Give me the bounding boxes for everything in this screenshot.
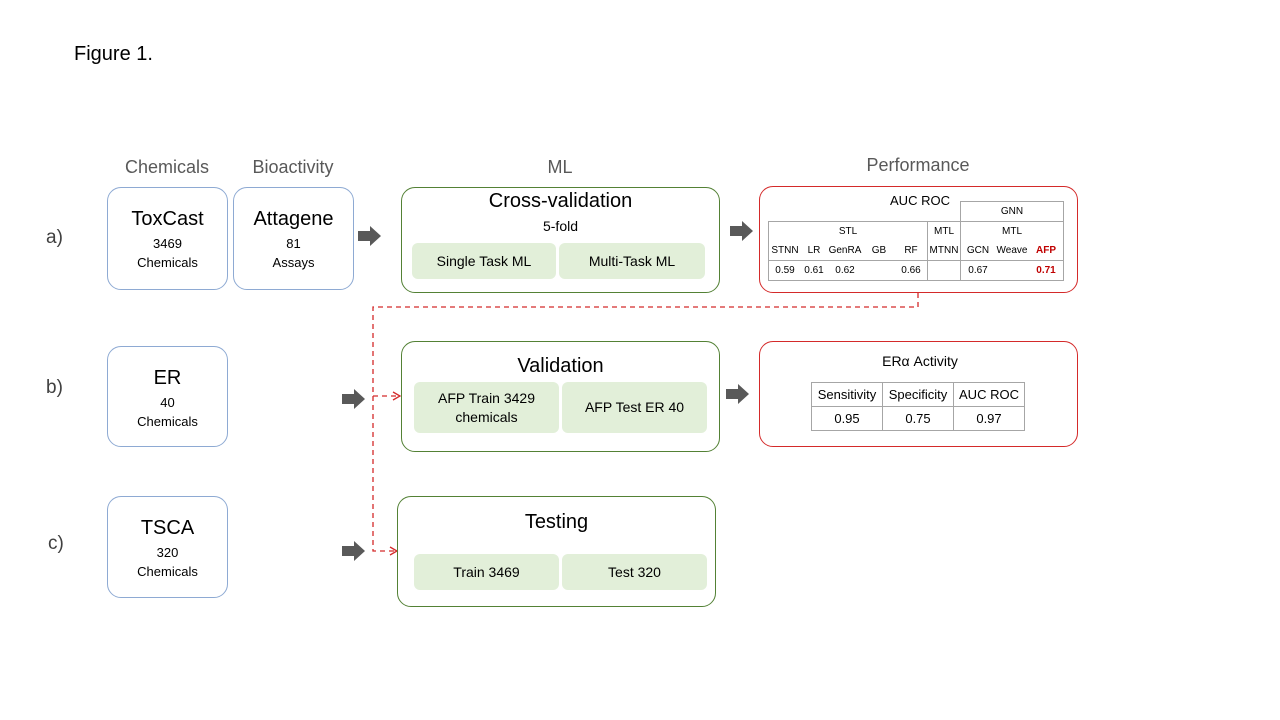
figure-title: Figure 1. xyxy=(74,43,153,65)
group-mtl-gnn: MTL xyxy=(960,221,1064,241)
model-gb: GB xyxy=(863,241,895,261)
column-header-chemicals: Chemicals xyxy=(124,157,210,177)
score-rf: 0.66 xyxy=(895,260,928,281)
auc-roc-panel: AUC ROC GNN STL MTL MTL STNN LR GenRA GB… xyxy=(759,186,1078,293)
model-weave: Weave xyxy=(995,241,1029,261)
validation-box: Validation AFP Train 3429 chemicals AFP … xyxy=(401,341,720,452)
arrow-a-input xyxy=(358,226,381,246)
auc-row-groups: STL MTL MTL xyxy=(768,221,1064,241)
arrow-a-output xyxy=(730,221,753,241)
arrow-b-output xyxy=(726,384,749,404)
auc-row-models: STNN LR GenRA GB RF MTNN GCN Weave AFP xyxy=(768,241,1064,261)
model-stnn: STNN xyxy=(768,241,801,261)
model-genra: GenRA xyxy=(827,241,863,261)
column-header-performance: Performance xyxy=(866,155,970,175)
block-arrows xyxy=(342,221,753,561)
value-auc-roc: 0.97 xyxy=(953,406,1025,431)
group-mtl-mtnn: MTL xyxy=(927,221,961,241)
group-stl: STL xyxy=(768,221,928,241)
attagene-count: 81 xyxy=(286,236,301,251)
score-genra: 0.62 xyxy=(827,260,863,281)
attagene-name: Attagene xyxy=(253,208,334,230)
auc-row-scores: 0.59 0.61 0.62 0.66 0.67 0.71 xyxy=(768,260,1064,281)
afp-test-chip: AFP Test ER 40 xyxy=(562,382,707,433)
toxcast-unit: Chemicals xyxy=(137,255,198,270)
multi-task-ml-chip: Multi-Task ML xyxy=(559,243,705,279)
er-count: 40 xyxy=(160,395,175,410)
er-activity-panel: ERα Activity Sensitivity Specificity AUC… xyxy=(759,341,1078,447)
header-auc-roc: AUC ROC xyxy=(953,382,1025,407)
er-header-row: Sensitivity Specificity AUC ROC xyxy=(811,382,1025,407)
score-lr: 0.61 xyxy=(801,260,827,281)
afp-train-chip: AFP Train 3429 chemicals xyxy=(414,382,559,433)
score-gcn: 0.67 xyxy=(960,260,995,281)
afp-train-line2: chemicals xyxy=(455,408,518,425)
arrow-b-input xyxy=(342,389,365,409)
model-mtnn: MTNN xyxy=(927,241,961,261)
attagene-unit: Assays xyxy=(272,255,315,270)
testing-title: Testing xyxy=(524,511,589,533)
header-sensitivity: Sensitivity xyxy=(811,382,883,407)
cross-validation-folds: 5-fold xyxy=(542,218,579,234)
arrow-c-input xyxy=(342,541,365,561)
row-label-b: b) xyxy=(46,377,63,398)
tsca-box: TSCA 320 Chemicals xyxy=(107,496,228,598)
score-gb xyxy=(863,260,895,281)
toxcast-count: 3469 xyxy=(153,236,182,251)
model-afp: AFP xyxy=(1029,241,1064,261)
er-box: ER 40 Chemicals xyxy=(107,346,228,447)
score-afp: 0.71 xyxy=(1029,260,1064,281)
group-gnn: GNN xyxy=(960,201,1064,222)
test-chip: Test 320 xyxy=(562,554,707,590)
column-header-ml: ML xyxy=(547,157,573,177)
attagene-box: Attagene 81 Assays xyxy=(233,187,354,290)
er-activity-title: ERα Activity xyxy=(882,353,958,369)
auc-roc-title: AUC ROC xyxy=(890,193,950,208)
validation-title: Validation xyxy=(517,355,604,377)
er-activity-table: Sensitivity Specificity AUC ROC 0.95 0.7… xyxy=(811,382,1025,431)
model-lr: LR xyxy=(801,241,827,261)
dashed-flow xyxy=(372,293,919,552)
tsca-name: TSCA xyxy=(140,517,195,539)
tsca-unit: Chemicals xyxy=(137,564,198,579)
row-label-c: c) xyxy=(48,533,64,554)
row-label-a: a) xyxy=(46,227,63,248)
single-task-ml-chip: Single Task ML xyxy=(412,243,556,279)
header-specificity: Specificity xyxy=(882,382,954,407)
auc-row-gnn: GNN xyxy=(769,201,1064,222)
score-mtnn xyxy=(927,260,961,281)
model-rf: RF xyxy=(895,241,928,261)
testing-box: Testing Train 3469 Test 320 xyxy=(397,496,716,607)
value-sensitivity: 0.95 xyxy=(811,406,883,431)
column-header-bioactivity: Bioactivity xyxy=(252,157,334,177)
score-weave xyxy=(995,260,1029,281)
cross-validation-title: Cross-validation xyxy=(488,190,633,212)
cross-validation-box: Cross-validation 5-fold Single Task ML M… xyxy=(401,187,720,293)
er-value-row: 0.95 0.75 0.97 xyxy=(811,406,1025,431)
afp-train-line1: AFP Train 3429 xyxy=(437,389,536,406)
value-specificity: 0.75 xyxy=(882,406,954,431)
score-stnn: 0.59 xyxy=(768,260,801,281)
toxcast-box: ToxCast 3469 Chemicals xyxy=(107,187,228,290)
train-chip: Train 3469 xyxy=(414,554,559,590)
er-unit: Chemicals xyxy=(137,414,198,429)
toxcast-name: ToxCast xyxy=(131,208,204,230)
tsca-count: 320 xyxy=(156,545,179,560)
auc-roc-table: GNN STL MTL MTL STNN LR GenRA GB RF MTNN… xyxy=(768,201,1064,281)
model-gcn: GCN xyxy=(960,241,995,261)
er-name: ER xyxy=(153,367,182,389)
